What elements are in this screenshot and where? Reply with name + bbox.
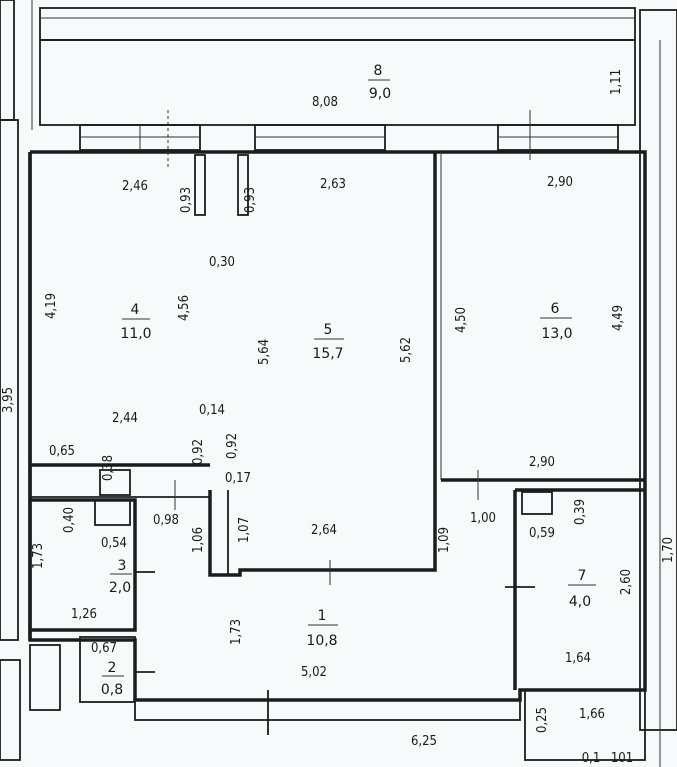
dimension-6-25: 6,25 bbox=[411, 734, 437, 749]
room-labels: 8 9,0 4 11,0 5 15,7 6 13,0 3 2,0 2 0,8 1… bbox=[101, 63, 596, 698]
room-area-7: 4,0 bbox=[569, 594, 591, 610]
dimension-1-26: 1,26 bbox=[71, 607, 97, 622]
dimension-1-00: 1,00 bbox=[470, 511, 496, 526]
dimension-0-17: 0,17 bbox=[225, 471, 251, 486]
dimension-4-19: 4,19 bbox=[44, 293, 59, 319]
dimension-0-25: 0,25 bbox=[535, 707, 550, 733]
dimension-2-90-top: 2,90 bbox=[547, 175, 573, 190]
dimension-0-14: 0,14 bbox=[199, 403, 225, 418]
dimension-5-62: 5,62 bbox=[399, 337, 414, 363]
dimension-1-70: 1,70 bbox=[661, 537, 676, 563]
dimension-0-38: 0,38 bbox=[101, 455, 116, 481]
room-number-8: 8 bbox=[374, 63, 383, 79]
dimension-0-93-a: 0,93 bbox=[179, 187, 194, 213]
dimension-2-44: 2,44 bbox=[112, 411, 138, 426]
room-number-6: 6 bbox=[551, 301, 560, 317]
dimension-labels: 8,08 1,11 2,46 0,93 0,93 2,63 2,90 0,30 … bbox=[1, 69, 676, 766]
dimension-2-64: 2,64 bbox=[311, 523, 337, 538]
dimension-0-40: 0,40 bbox=[62, 507, 77, 533]
dimension-0-92-b: 0,92 bbox=[225, 433, 240, 459]
dimension-2-46: 2,46 bbox=[122, 179, 148, 194]
dimension-0-65: 0,65 bbox=[49, 444, 75, 459]
dimension-4-56: 4,56 bbox=[177, 295, 192, 321]
dimension-3-95: 3,95 bbox=[1, 387, 16, 413]
dimension-0-98: 0,98 bbox=[153, 513, 179, 528]
room-number-5: 5 bbox=[324, 322, 333, 338]
room-area-1: 10,8 bbox=[306, 633, 337, 649]
room-area-4: 11,0 bbox=[120, 326, 151, 342]
dimension-1-06: 1,06 bbox=[191, 527, 206, 553]
dimension-0-1: 0,1 bbox=[582, 751, 601, 766]
door-markers bbox=[135, 110, 535, 735]
dimension-1-09: 1,09 bbox=[437, 527, 452, 553]
dimension-1-07: 1,07 bbox=[237, 517, 252, 543]
dimension-1-73-left: 1,73 bbox=[31, 543, 46, 569]
dimension-0-54: 0,54 bbox=[101, 536, 127, 551]
dimension-5-64: 5,64 bbox=[257, 339, 272, 365]
room-number-4: 4 bbox=[131, 302, 140, 318]
room-number-3: 3 bbox=[118, 558, 127, 574]
dimension-2-60: 2,60 bbox=[619, 569, 634, 595]
dimension-4-49: 4,49 bbox=[611, 305, 626, 331]
dimension-0-30: 0,30 bbox=[209, 255, 235, 270]
room-number-7: 7 bbox=[578, 568, 587, 584]
dimension-0-39: 0,39 bbox=[573, 499, 588, 525]
dimension-101: 101 bbox=[611, 751, 633, 766]
dimension-0-59: 0,59 bbox=[529, 526, 555, 541]
dimension-1-64: 1,64 bbox=[565, 651, 591, 666]
dimension-4-50: 4,50 bbox=[454, 307, 469, 333]
room-area-3: 2,0 bbox=[109, 580, 131, 596]
room-number-2: 2 bbox=[108, 660, 117, 676]
room-area-5: 15,7 bbox=[312, 346, 343, 362]
window-strips bbox=[79, 124, 619, 151]
interior-walls bbox=[29, 152, 646, 761]
dimension-2-63: 2,63 bbox=[320, 177, 346, 192]
dimension-2-90-bottom: 2,90 bbox=[529, 455, 555, 470]
dimension-1-73-hall: 1,73 bbox=[229, 619, 244, 645]
room-area-2: 0,8 bbox=[101, 682, 123, 698]
dimension-0-67: 0,67 bbox=[91, 641, 117, 656]
room-area-8: 9,0 bbox=[369, 86, 391, 102]
dimension-5-02: 5,02 bbox=[301, 665, 327, 680]
dimension-1-66: 1,66 bbox=[579, 707, 605, 722]
dimension-0-93-b: 0,93 bbox=[243, 187, 258, 213]
dimension-0-92-a: 0,92 bbox=[191, 439, 206, 465]
dimension-8-08: 8,08 bbox=[312, 95, 338, 110]
room-number-1: 1 bbox=[318, 608, 327, 624]
dimension-1-11: 1,11 bbox=[609, 69, 624, 95]
room-area-6: 13,0 bbox=[541, 326, 572, 342]
